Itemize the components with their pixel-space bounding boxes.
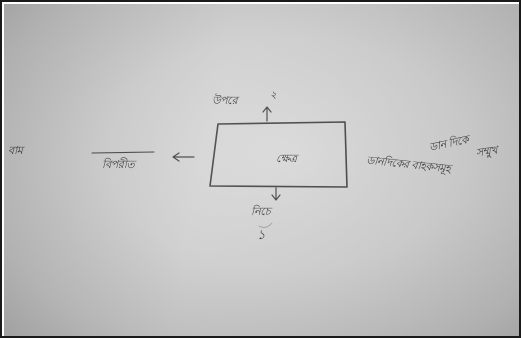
bottom-mark: ১ <box>257 228 265 243</box>
right-line-2: ডানদিকের বাহকসমূহ <box>365 153 451 176</box>
smudge-mark <box>258 222 273 228</box>
top-arrow <box>262 106 272 122</box>
paper-background: ক্ষেত্র উপরে ২ বিপরীত বাম ডান দিকে সম্মু… <box>4 4 519 336</box>
center-label: ক্ষেত্র <box>276 152 297 165</box>
left-overline <box>91 151 155 154</box>
left-label: বিপরীত <box>102 158 135 171</box>
hand-sketch <box>91 106 348 228</box>
right-label: ডান দিকে <box>427 133 470 155</box>
top-label: উপরে <box>212 94 238 107</box>
top-label-superscript: ২ <box>270 90 277 101</box>
right-sublabel: সম্মুখ <box>475 143 498 160</box>
left-far-label: বাম <box>8 144 23 157</box>
center-box <box>209 121 348 188</box>
bottom-label: নিচে <box>251 205 271 218</box>
bottom-arrow <box>271 187 281 201</box>
left-arrow <box>172 152 195 162</box>
